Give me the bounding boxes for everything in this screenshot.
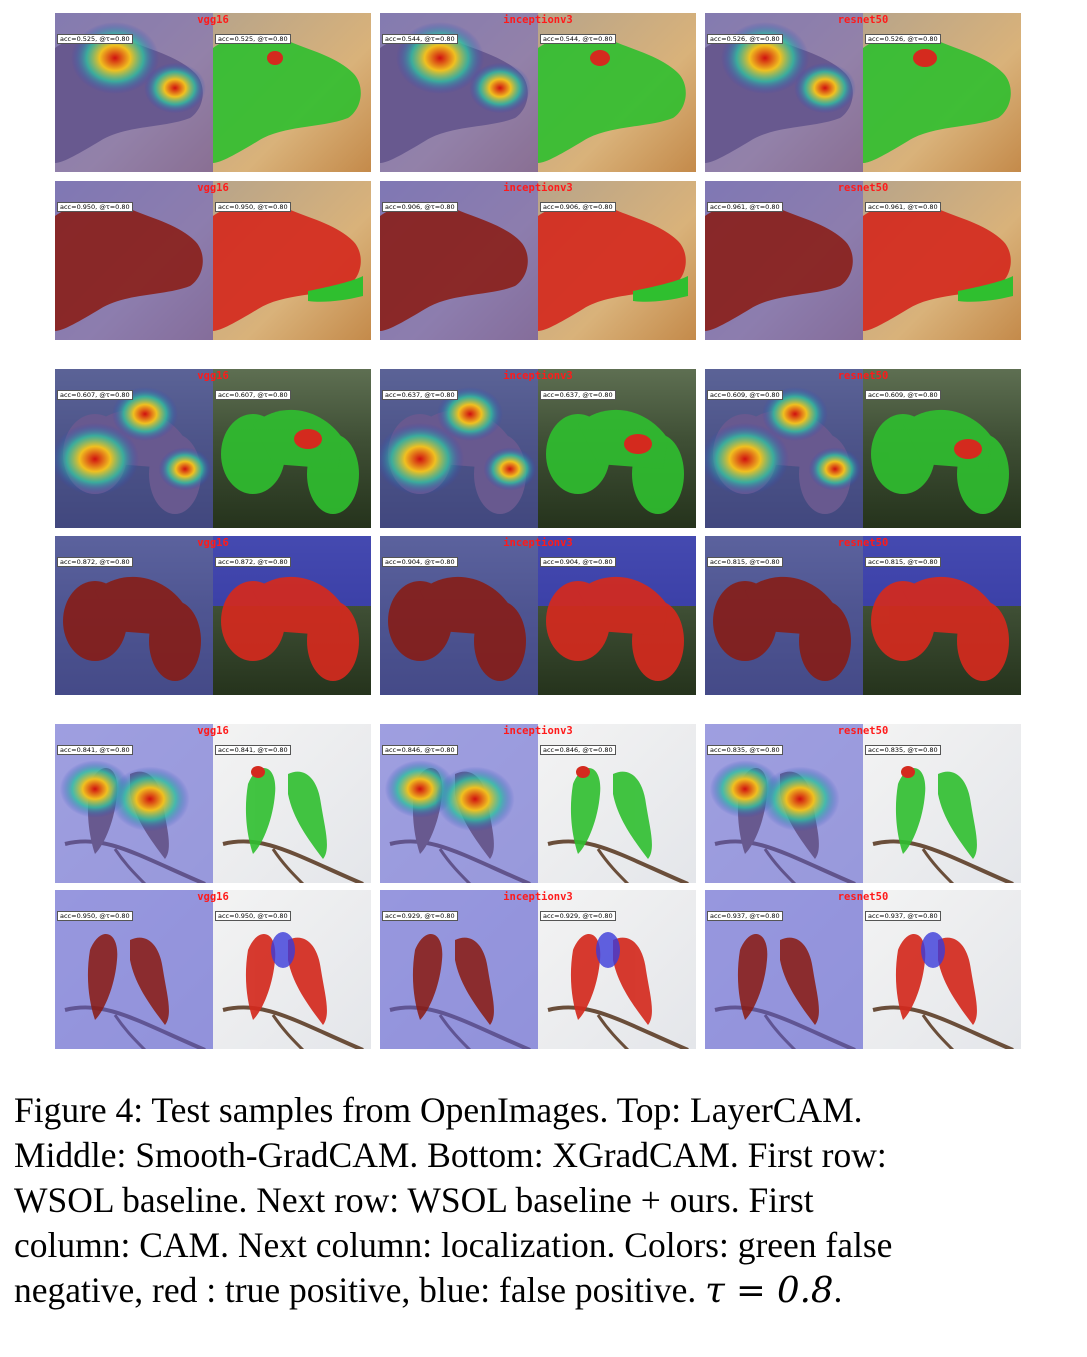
accuracy-label: acc=0.544, @τ=0.80: [540, 34, 616, 44]
caption-period: .: [833, 1270, 843, 1310]
accuracy-label: acc=0.906, @τ=0.80: [382, 202, 458, 212]
accuracy-label: acc=0.815, @τ=0.80: [865, 557, 941, 567]
accuracy-label: acc=0.846, @τ=0.80: [540, 745, 616, 755]
accuracy-label: acc=0.835, @τ=0.80: [865, 745, 941, 755]
accuracy-label: acc=0.841, @τ=0.80: [215, 745, 291, 755]
cam-image: [55, 890, 213, 1049]
accuracy-label: acc=0.872, @τ=0.80: [57, 557, 133, 567]
cam-image: [55, 724, 213, 883]
cam-panel: [55, 724, 213, 883]
accuracy-label: acc=0.841, @τ=0.80: [57, 745, 133, 755]
accuracy-label: acc=0.906, @τ=0.80: [540, 202, 616, 212]
figure-caption: Figure 4: Test samples from OpenImages. …: [14, 1088, 1074, 1313]
accuracy-label: acc=0.929, @τ=0.80: [382, 911, 458, 921]
accuracy-label: acc=0.950, @τ=0.80: [57, 202, 133, 212]
accuracy-label: acc=0.950, @τ=0.80: [57, 911, 133, 921]
accuracy-label: acc=0.637, @τ=0.80: [382, 390, 458, 400]
localization-panel: [863, 536, 1021, 695]
cam-image: [705, 724, 863, 883]
accuracy-label: acc=0.872, @τ=0.80: [215, 557, 291, 567]
accuracy-label: acc=0.609, @τ=0.80: [707, 390, 783, 400]
localization-image: [538, 181, 696, 340]
localization-image: [863, 536, 1021, 695]
localization-panel: [213, 13, 371, 172]
accuracy-label: acc=0.846, @τ=0.80: [382, 745, 458, 755]
localization-panel: [213, 890, 371, 1049]
cam-panel: [55, 890, 213, 1049]
accuracy-label: acc=0.544, @τ=0.80: [382, 34, 458, 44]
accuracy-label: acc=0.961, @τ=0.80: [865, 202, 941, 212]
accuracy-label: acc=0.525, @τ=0.80: [57, 34, 133, 44]
localization-image: [213, 724, 371, 883]
accuracy-label: acc=0.607, @τ=0.80: [57, 390, 133, 400]
localization-panel: [213, 724, 371, 883]
accuracy-label: acc=0.637, @τ=0.80: [540, 390, 616, 400]
cam-panel: [705, 724, 863, 883]
accuracy-label: acc=0.525, @τ=0.80: [215, 34, 291, 44]
localization-panel: [538, 181, 696, 340]
caption-line-2: Middle: Smooth-GradCAM. Bottom: XGradCAM…: [14, 1135, 887, 1175]
localization-image: [213, 890, 371, 1049]
accuracy-label: acc=0.904, @τ=0.80: [382, 557, 458, 567]
accuracy-label: acc=0.961, @τ=0.80: [707, 202, 783, 212]
localization-panel: [863, 890, 1021, 1049]
localization-image: [213, 13, 371, 172]
accuracy-label: acc=0.929, @τ=0.80: [540, 911, 616, 921]
localization-image: [863, 890, 1021, 1049]
caption-line-5-text: negative, red : true positive, blue: fal…: [14, 1270, 697, 1310]
cam-panel: [55, 536, 213, 695]
cam-image: [55, 536, 213, 695]
accuracy-label: acc=0.815, @τ=0.80: [707, 557, 783, 567]
accuracy-label: acc=0.607, @τ=0.80: [215, 390, 291, 400]
accuracy-label: acc=0.937, @τ=0.80: [865, 911, 941, 921]
caption-line-5: negative, red : true positive, blue: fal…: [14, 1268, 1074, 1313]
accuracy-label: acc=0.835, @τ=0.80: [707, 745, 783, 755]
accuracy-label: acc=0.950, @τ=0.80: [215, 202, 291, 212]
accuracy-label: acc=0.950, @τ=0.80: [215, 911, 291, 921]
accuracy-label: acc=0.937, @τ=0.80: [707, 911, 783, 921]
accuracy-label: acc=0.904, @τ=0.80: [540, 557, 616, 567]
accuracy-label: acc=0.526, @τ=0.80: [707, 34, 783, 44]
caption-line-3: WSOL baseline. Next row: WSOL baseline +…: [14, 1180, 814, 1220]
accuracy-label: acc=0.609, @τ=0.80: [865, 390, 941, 400]
caption-line-4: column: CAM. Next column: localization. …: [14, 1225, 893, 1265]
caption-line-1: Figure 4: Test samples from OpenImages. …: [14, 1090, 863, 1130]
cam-panel: [380, 724, 538, 883]
accuracy-label: acc=0.526, @τ=0.80: [865, 34, 941, 44]
cam-image: [380, 724, 538, 883]
caption-tau: τ = 0.8: [705, 1270, 834, 1311]
